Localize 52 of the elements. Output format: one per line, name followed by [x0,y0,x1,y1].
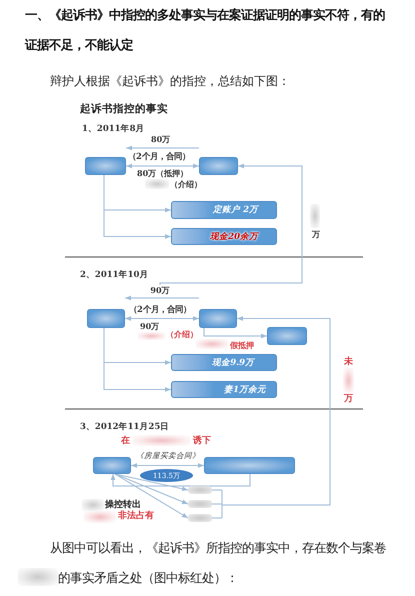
side-note: 未 [344,357,353,368]
amount-label: 90万 [140,321,160,331]
amount-label: 80万 [151,134,170,144]
blurred-box [267,327,307,345]
arrow [114,474,188,518]
double-arrow [124,316,200,321]
page-heading: 一、《起诉书》中指控的多处事实与在案证据证明的事实不符，有的证据不足，不能认定 [25,6,386,54]
referral-note: （介绍） [170,179,202,189]
side-note: 万 [344,394,353,406]
amount-note: 80万（抵押） [137,168,188,178]
referral-note: （介绍） [166,329,198,339]
contract-note: （2个月，合同） [128,151,190,162]
arrow [124,296,200,300]
section-date: 2、2011年10月 [80,270,148,281]
chart-title: 起诉书指控的事实 [80,103,168,116]
section-date: 1、2011年8月 [82,124,144,135]
blurred-box [199,309,237,328]
blurred-item [188,486,212,494]
blurred-box [85,157,126,175]
blurred-box [93,457,131,474]
amount-box: 妻1万余元 [171,381,277,398]
elbow-arrow [110,474,250,486]
elbow-arrow [104,328,172,392]
coercion-note: 诱下 [193,436,211,448]
coercion-note: 在 [121,436,130,448]
double-arrow [130,463,204,468]
intro-paragraph: 辩护人根据《起诉书》的指控，总结如下图： [50,74,290,89]
double-arrow [126,164,200,168]
conclusion-paragraph: 的事实矛盾之处（图中标红处）： [58,570,238,586]
outcome-note: 操控转出 [105,500,141,510]
section-date: 3、2012年11月25日 [80,422,170,433]
outcome-note: 非法占有 [118,511,154,522]
mortgage-note: 假抵押 [230,340,254,350]
contract-note: （2个月，合同） [129,304,191,314]
arrow [114,474,188,504]
blurred-box [199,157,238,175]
amount-box: 定账户 2万 [171,201,277,219]
blurred-box [87,309,125,328]
elbow-arrow [204,328,268,338]
amount-box: 现金9.9万 [171,354,277,371]
arrow [114,474,188,492]
conclusion-paragraph: 从图中可以看出，《起诉书》所指控的事实中，存在数个与案卷 [50,540,386,556]
blurred-item [188,514,212,522]
amount-box: 现金20余万 [171,228,277,245]
bracket-arrow [212,316,330,518]
blurred-item [188,500,212,508]
blurred-box [204,457,295,474]
arrow [126,146,200,150]
elbow-arrow [104,174,172,239]
amount-label: 90万 [150,285,170,296]
amount-label: 万 [312,229,320,239]
elbow-arrow [160,164,302,286]
